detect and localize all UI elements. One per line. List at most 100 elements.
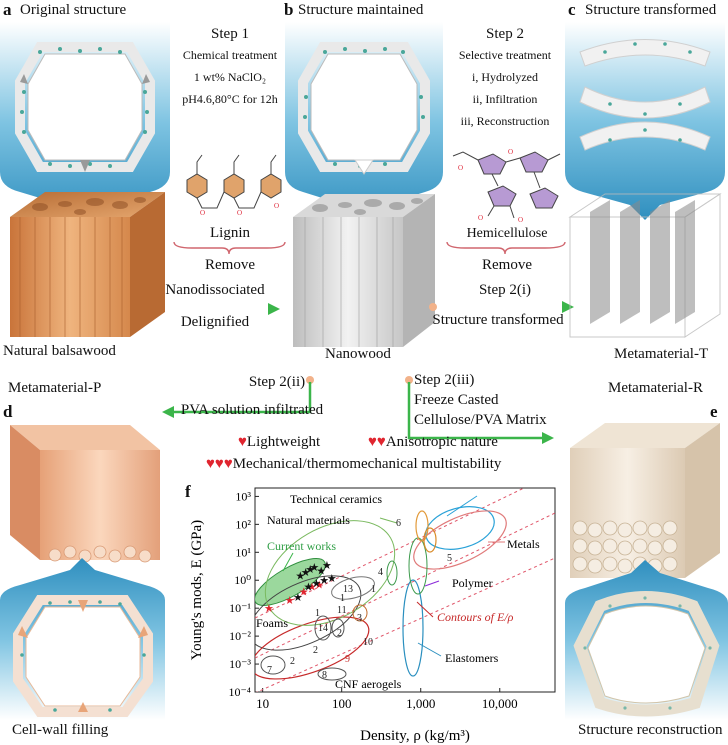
current-works-point: ★: [305, 564, 315, 576]
num-label: 1: [315, 608, 320, 619]
step2ii-desc: PVA solution infiltrated: [180, 402, 324, 418]
contour-lines: [255, 488, 555, 692]
panel-f-letter: f: [185, 482, 191, 501]
region-7: [260, 655, 286, 675]
step1-line-1: Chemical treatment: [182, 48, 278, 62]
num-label: 7: [267, 665, 272, 676]
region-current-works: [255, 558, 326, 606]
label-natural: Natural materials: [267, 513, 350, 527]
feature-anisotropic: ♥♥Anisotropic nature: [368, 434, 498, 450]
y-tick-label: 10⁰: [234, 573, 251, 587]
y-axis-label: Young's mods, E (GPa): [189, 520, 205, 660]
region-metals: [413, 510, 507, 570]
current-works-point: ★: [309, 562, 319, 574]
step2iii-title: Step 2(iii): [414, 372, 475, 388]
step1-action: Remove: [205, 257, 255, 273]
hemicellulose-molecule: O O O O: [452, 148, 561, 224]
step2-arrow-bottom: Structure transformed: [432, 312, 564, 328]
num-label: 13: [343, 584, 353, 595]
current-works-point: ★: [316, 566, 326, 578]
x-tick-label: 10,000: [482, 696, 518, 711]
svg-text:O: O: [274, 202, 279, 210]
step2-line-1: Selective treatment: [458, 48, 552, 62]
panel-d-letter: d: [3, 402, 13, 421]
red-point: ★: [307, 581, 317, 593]
panel-c-title: Structure transformed: [585, 2, 717, 18]
svg-text:O: O: [458, 164, 463, 172]
region-5: [423, 527, 437, 553]
current-works-point: ★: [322, 560, 332, 572]
step2-arrow: [429, 301, 574, 313]
num-label: 11: [337, 605, 347, 616]
panel-a-illustration: [0, 22, 170, 337]
num-label: 9: [345, 654, 350, 665]
step2ii-title: Step 2(ii): [248, 374, 306, 390]
panel-c-caption: Metamaterial-T: [614, 346, 709, 362]
label-elastomers: Elastomers: [445, 651, 499, 665]
step1-title: Step 1: [211, 26, 249, 42]
label-polymer: Polymer: [452, 576, 493, 590]
num-label: 2: [290, 656, 295, 667]
region-3: [352, 604, 368, 622]
step2-molecule-label: Hemicellulose: [466, 226, 548, 241]
feature-lightweight: ♥Lightweight: [238, 434, 321, 450]
x-tick-label: 100: [332, 696, 352, 711]
heart-icon: ♥♥: [368, 434, 386, 450]
svg-text:O: O: [508, 148, 513, 156]
y-tick-label: 10⁻⁴: [228, 685, 251, 699]
svg-text:O: O: [200, 209, 205, 217]
current-works-point: ★: [293, 592, 303, 604]
y-tick-label: 10³: [235, 489, 251, 503]
step2-line-2: i, Hydrolyzed: [472, 70, 538, 84]
region-1: [314, 615, 332, 641]
region-13: [331, 576, 375, 600]
red-point: ★: [299, 586, 309, 598]
red-point: ★: [264, 603, 274, 615]
label-current: Current works: [267, 539, 336, 553]
panel-c-letter: c: [568, 0, 576, 19]
panel-a-caption: Natural balsawood: [3, 343, 116, 359]
label-foams: Foams: [256, 616, 288, 630]
svg-text:O: O: [518, 216, 523, 224]
num-label: 5: [447, 553, 452, 564]
label-ceramics: Technical ceramics: [290, 492, 382, 506]
current-works-point: ★: [295, 570, 305, 582]
y-tick-label: 10⁻³: [229, 657, 251, 671]
num-label: 2: [337, 628, 342, 639]
step1-arrow: [152, 303, 280, 315]
step2-line-4: iii, Reconstruction: [460, 114, 550, 128]
num-label: 4: [378, 567, 383, 578]
num-label: 10: [363, 637, 373, 648]
panel-b-illustration: [285, 22, 443, 347]
svg-text:O: O: [478, 214, 483, 222]
label-cnf: CNF aerogels: [335, 677, 402, 691]
panel-b-caption: Nanowood: [325, 346, 391, 362]
num-label: 8: [322, 670, 327, 681]
step2iii-line2: Cellulose/PVA Matrix: [414, 412, 547, 428]
num-label: 1: [371, 584, 376, 595]
step2ii-arrow: [162, 376, 314, 418]
region-4: [386, 560, 398, 586]
panel-d-illustration: [0, 425, 165, 720]
panel-a-letter: a: [3, 0, 12, 19]
current-works-point: ★: [301, 567, 311, 579]
panel-e-illustration: [565, 423, 728, 720]
step1-line-3: pH4.6,80°C for 12h: [182, 92, 278, 106]
step2-brace: [446, 241, 566, 255]
panel-b-letter: b: [284, 0, 294, 19]
x-axis-label: Density, ρ (kg/m³): [360, 728, 470, 744]
y-tick-label: 10⁻²: [229, 629, 251, 643]
panel-e-title: Metamaterial-R: [608, 380, 703, 396]
num-label: 1: [340, 593, 345, 604]
y-tick-label: 10²: [235, 517, 251, 531]
current-works-points: ★★★★★★★★★★★: [293, 560, 337, 604]
region-8: [317, 667, 347, 681]
heart-icon: ♥: [238, 434, 247, 450]
step2iii-line1: Freeze Casted: [414, 392, 499, 408]
panel-d-title: Metamaterial-P: [8, 380, 102, 396]
current-works-point: ★: [304, 581, 314, 593]
svg-text:O: O: [237, 209, 242, 217]
